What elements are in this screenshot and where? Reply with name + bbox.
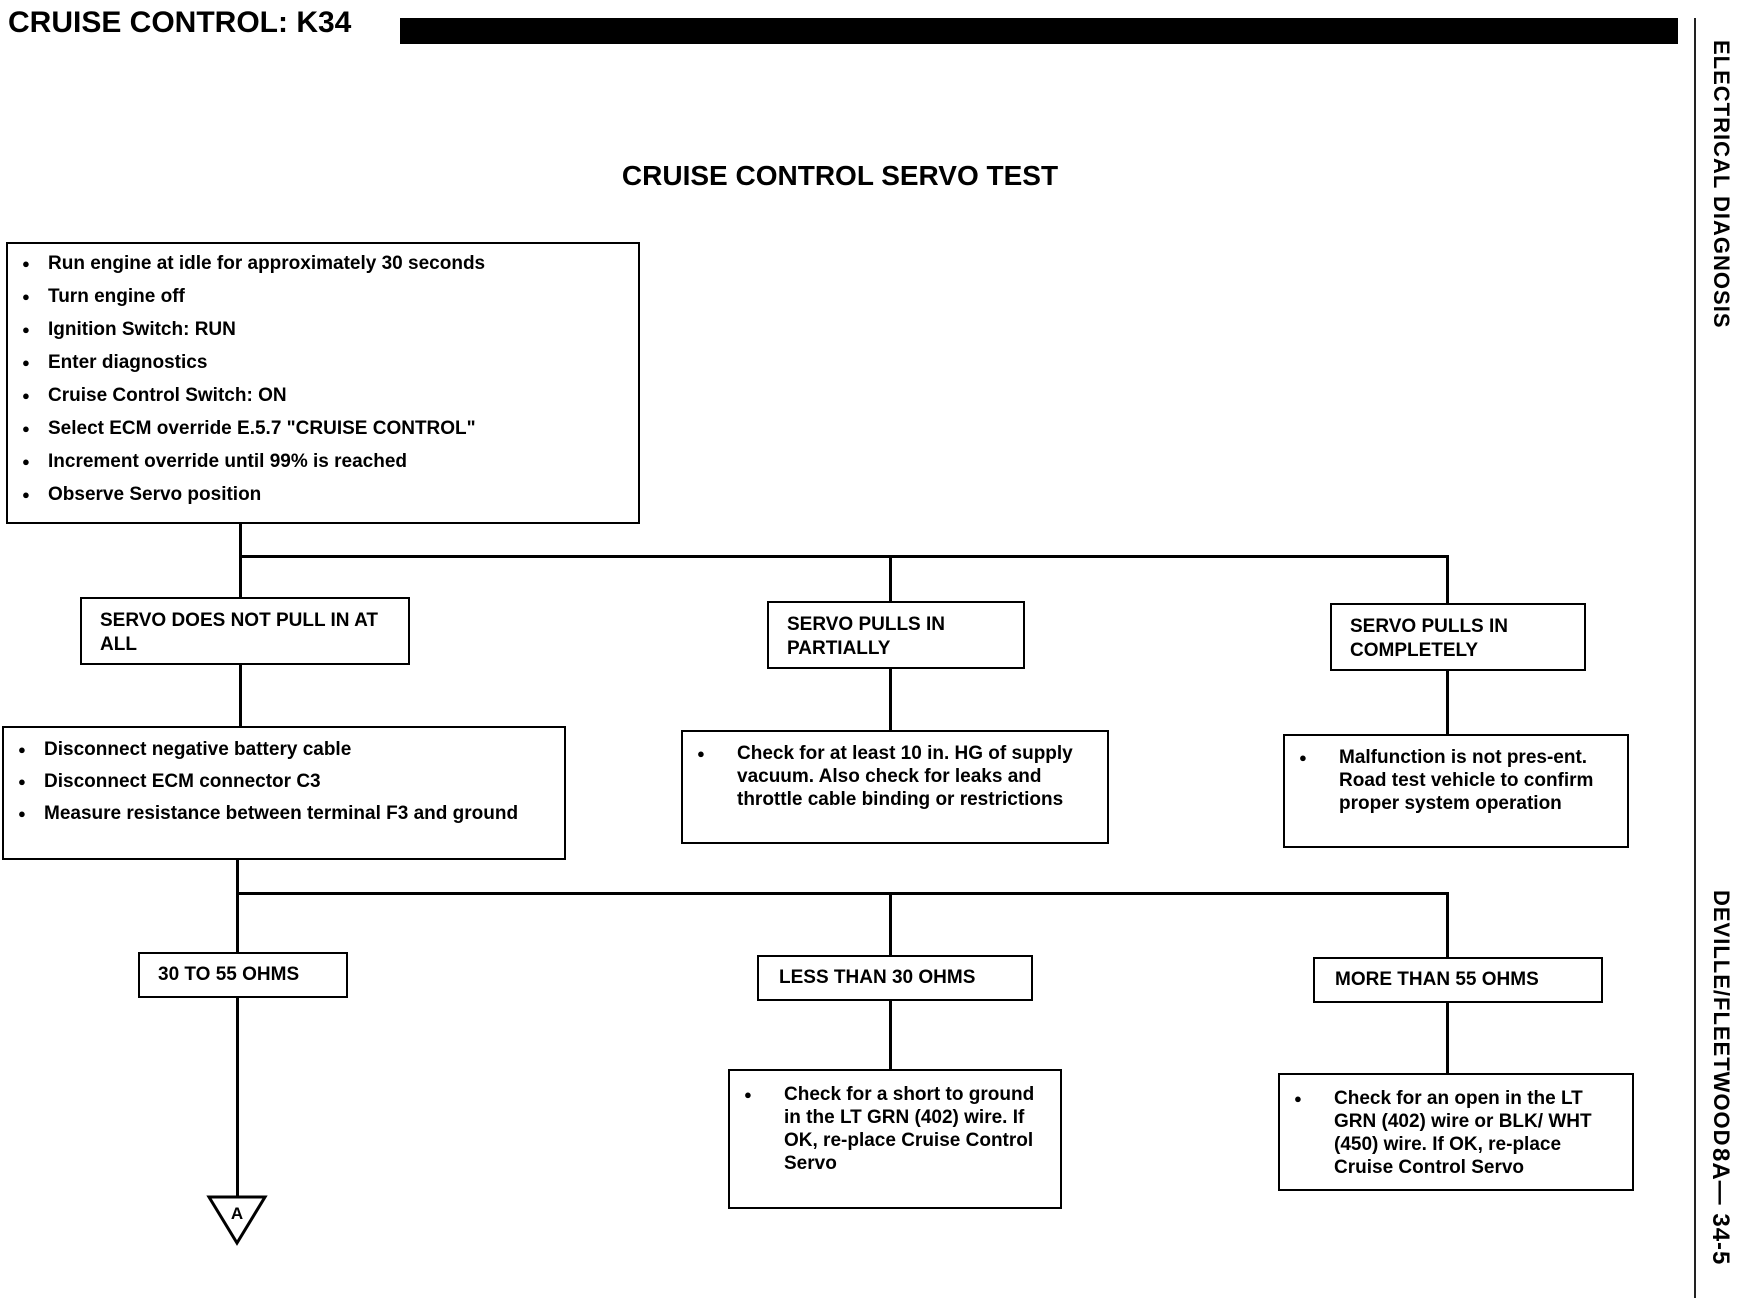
- connector-a-label: A: [231, 1204, 243, 1223]
- page-title: CRUISE CONTROL: K34: [8, 6, 352, 39]
- less-action-box: Check for a short to ground in the LT GR…: [728, 1069, 1062, 1209]
- less-action-list: Check for a short to ground in the LT GR…: [730, 1083, 1060, 1175]
- more-action-box: Check for an open in the LT GRN (402) wi…: [1278, 1073, 1634, 1191]
- connector-line: [239, 555, 1449, 558]
- result-more-55-ohms: MORE THAN 55 OHMS: [1313, 957, 1603, 1003]
- list-item: Measure resistance between terminal F3 a…: [4, 802, 564, 825]
- result-no-pull: SERVO DOES NOT PULL IN AT ALL: [80, 597, 410, 665]
- result-partial: SERVO PULLS IN PARTIALLY: [767, 601, 1025, 669]
- partial-action-list: Check for at least 10 in. HG of supply v…: [683, 742, 1107, 811]
- connector-line: [239, 522, 242, 597]
- no-pull-steps-box: Disconnect negative battery cable Discon…: [2, 726, 566, 860]
- margin-rule: [1694, 18, 1696, 1298]
- no-pull-steps-list: Disconnect negative battery cable Discon…: [4, 738, 564, 825]
- list-item: Enter diagnostics: [8, 351, 638, 374]
- list-item: Ignition Switch: RUN: [8, 318, 638, 341]
- page-number: 8A— 34-5: [1707, 1148, 1734, 1266]
- complete-action-box: Malfunction is not pres-ent. Road test v…: [1283, 734, 1629, 848]
- connector-line: [889, 892, 892, 956]
- list-item: Malfunction is not pres-ent. Road test v…: [1285, 746, 1627, 815]
- start-steps-box: Run engine at idle for approximately 30 …: [6, 242, 640, 524]
- more-action-list: Check for an open in the LT GRN (402) wi…: [1280, 1087, 1632, 1179]
- list-item: Turn engine off: [8, 285, 638, 308]
- partial-action-box: Check for at least 10 in. HG of supply v…: [681, 730, 1109, 844]
- connector-line: [889, 555, 892, 601]
- model-label: DEVILLE/FLEETWOOD: [1709, 890, 1734, 1147]
- list-item: Check for at least 10 in. HG of supply v…: [683, 742, 1107, 811]
- connector-line: [889, 668, 892, 730]
- start-steps-list: Run engine at idle for approximately 30 …: [8, 252, 638, 506]
- result-less-30-ohms: LESS THAN 30 OHMS: [757, 955, 1033, 1001]
- list-item: Disconnect ECM connector C3: [4, 770, 564, 793]
- list-item: Disconnect negative battery cable: [4, 738, 564, 761]
- result-30-55-ohms: 30 TO 55 OHMS: [138, 952, 348, 998]
- list-item: Run engine at idle for approximately 30 …: [8, 252, 638, 275]
- list-item: Select ECM override E.5.7 "CRUISE CONTRO…: [8, 417, 638, 440]
- result-complete: SERVO PULLS IN COMPLETELY: [1330, 603, 1586, 671]
- connector-line: [1446, 555, 1449, 603]
- connector-line: [1446, 892, 1449, 958]
- connector-line: [239, 664, 242, 726]
- connector-line: [236, 860, 239, 952]
- connector-line: [236, 996, 239, 1196]
- connector-line: [889, 997, 892, 1069]
- complete-action-list: Malfunction is not pres-ent. Road test v…: [1285, 746, 1627, 815]
- list-item: Observe Servo position: [8, 483, 638, 506]
- list-item: Check for an open in the LT GRN (402) wi…: [1280, 1087, 1632, 1179]
- connector-line: [236, 892, 1449, 895]
- list-item: Cruise Control Switch: ON: [8, 384, 638, 407]
- connector-line: [1446, 670, 1449, 734]
- connector-line: [1446, 999, 1449, 1075]
- header-bar: [400, 18, 1678, 44]
- section-label: ELECTRICAL DIAGNOSIS: [1709, 40, 1734, 329]
- diagram-title: CRUISE CONTROL SERVO TEST: [621, 160, 1059, 191]
- connector-a-triangle: A: [206, 1195, 268, 1246]
- list-item: Increment override until 99% is reached: [8, 450, 638, 473]
- list-item: Check for a short to ground in the LT GR…: [730, 1083, 1060, 1175]
